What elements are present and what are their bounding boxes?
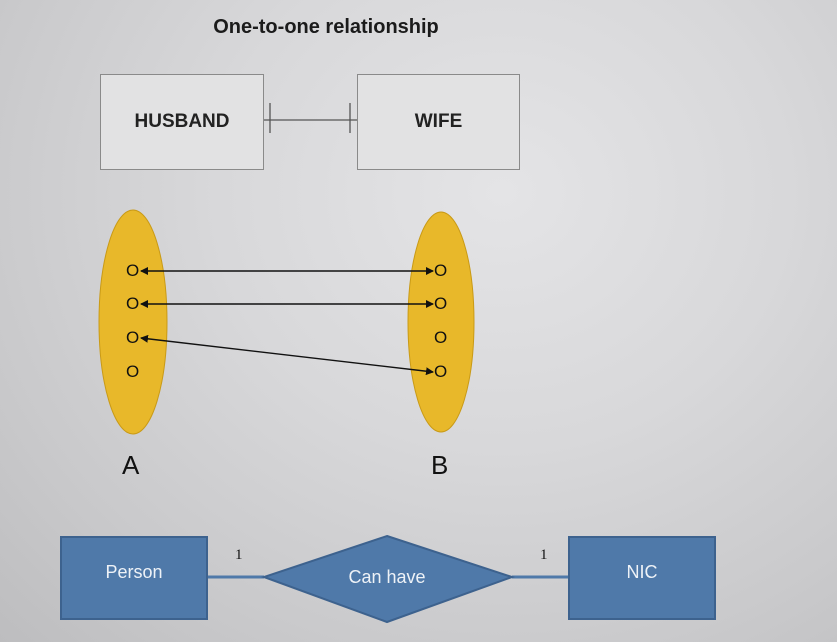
- nic-entity-label: NIC: [626, 561, 658, 582]
- person-entity: Person: [60, 536, 208, 620]
- husband-entity-label: HUSBAND: [134, 111, 230, 132]
- person-entity-label: Person: [105, 561, 163, 582]
- husband-entity: HUSBAND: [100, 74, 264, 170]
- set-b-ellipse: [407, 211, 475, 433]
- mapping-arrow-3: [140, 334, 434, 376]
- right-cardinality: 1: [540, 547, 548, 563]
- relationship-label: Can have: [348, 567, 426, 587]
- wife-entity: WIFE: [357, 74, 520, 170]
- right-element-2: O: [434, 294, 448, 313]
- set-a-ellipse: [98, 209, 168, 435]
- mapping-arrows: [140, 267, 434, 376]
- left-element-4: O: [126, 362, 140, 381]
- right-element-4: O: [434, 362, 448, 381]
- set-a-label: A: [122, 450, 140, 480]
- set-b-label: B: [431, 450, 449, 480]
- left-element-2: O: [126, 294, 140, 313]
- left-element-3: O: [126, 328, 140, 347]
- diagram-title: One-to-one relationship: [213, 16, 439, 38]
- relationship-diamond: [260, 534, 516, 624]
- right-element-1: O: [434, 261, 448, 280]
- nic-entity: NIC: [568, 536, 716, 620]
- left-cardinality: 1: [235, 547, 243, 563]
- left-element-1: O: [126, 261, 140, 280]
- wife-entity-label: WIFE: [414, 111, 463, 132]
- right-element-3: O: [434, 328, 448, 347]
